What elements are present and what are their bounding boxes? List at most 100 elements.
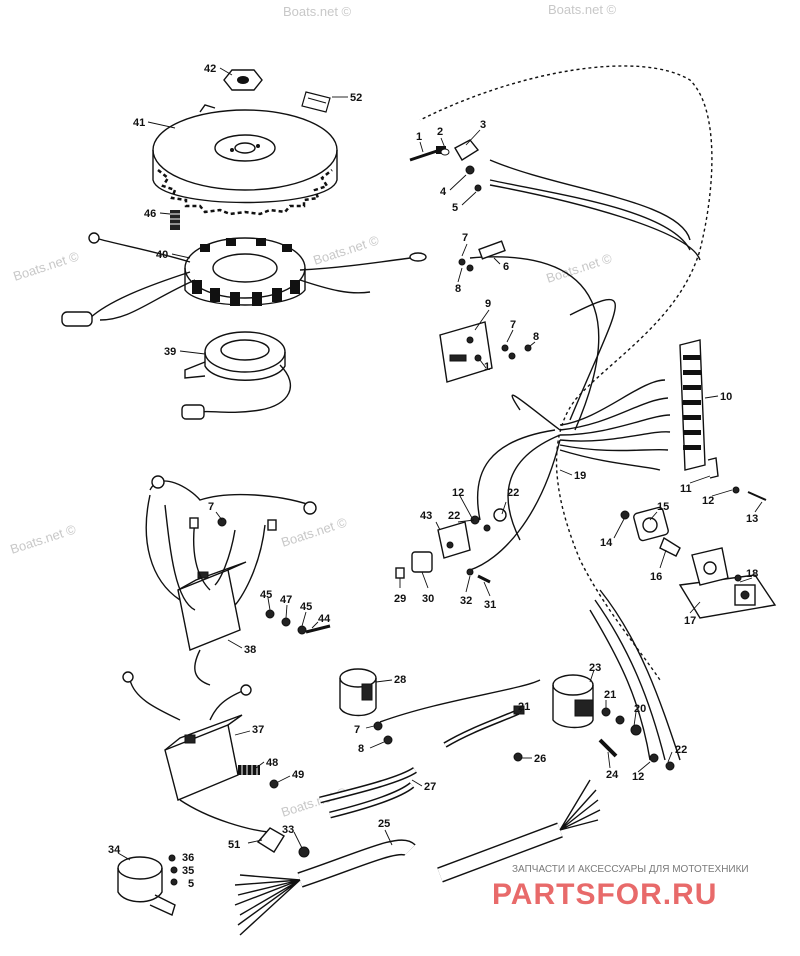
battery-cable-27 <box>319 767 417 819</box>
callout-48: 48 <box>266 757 278 769</box>
callout-30: 30 <box>422 593 434 605</box>
watermark: Boats.net © <box>544 250 614 285</box>
callout-22: 22 <box>675 744 687 756</box>
callout-10: 10 <box>720 391 732 403</box>
callout-33: 33 <box>282 824 294 836</box>
callout-46: 46 <box>144 208 156 220</box>
callout-25: 25 <box>378 818 390 830</box>
callout-49: 49 <box>292 769 304 781</box>
callout-35: 35 <box>182 865 194 877</box>
key-part-52 <box>301 91 331 113</box>
watermark: Boats.net © <box>11 248 81 283</box>
brand-tagline: ЗАПЧАСТИ И АКСЕССУАРЫ ДЛЯ МОТОТЕХНИКИ <box>512 864 749 875</box>
flywheel-nut <box>223 69 263 91</box>
callout-41: 41 <box>133 117 145 129</box>
watermark: Boats.net © <box>548 2 617 17</box>
leader-lines <box>117 67 763 861</box>
callout-17: 17 <box>684 615 696 627</box>
callout-9: 9 <box>485 298 491 310</box>
callout-4: 4 <box>440 186 447 198</box>
callout-3: 3 <box>480 119 486 131</box>
callout-27: 27 <box>424 781 436 793</box>
callout-6: 6 <box>503 261 509 273</box>
callout-22: 22 <box>507 487 519 499</box>
terminal-block <box>679 339 706 471</box>
jumper-11 <box>707 457 767 501</box>
callout-21: 21 <box>518 701 530 713</box>
callout-16: 16 <box>650 571 662 583</box>
callout-15: 15 <box>657 501 669 513</box>
callout-45: 45 <box>300 601 312 613</box>
watermark: Boats.net © <box>8 521 78 556</box>
callout-12: 12 <box>632 771 644 783</box>
callout-37: 37 <box>252 724 264 736</box>
callout-7: 7 <box>510 319 516 331</box>
callout-43: 43 <box>420 510 432 522</box>
callout-23: 23 <box>589 662 601 674</box>
callout-11: 11 <box>680 483 692 495</box>
starter-solenoid <box>552 674 675 771</box>
callout-28: 28 <box>394 674 406 686</box>
flywheel <box>152 104 338 216</box>
callout-5: 5 <box>188 878 194 890</box>
callout-8: 8 <box>533 331 539 343</box>
ground-screws-top <box>409 139 482 192</box>
callout-12: 12 <box>452 487 464 499</box>
callout-2: 2 <box>437 126 443 138</box>
callout-14: 14 <box>600 537 613 549</box>
callout-18: 18 <box>746 568 758 580</box>
callout-21: 21 <box>604 689 616 701</box>
watermark: Boats.net © <box>279 514 349 549</box>
power-pack <box>145 475 331 686</box>
callout-44: 44 <box>318 613 331 625</box>
solenoid-bracket <box>395 508 507 584</box>
choke-solenoid <box>117 854 178 916</box>
callout-39: 39 <box>164 346 176 358</box>
callout-1: 1 <box>416 131 422 143</box>
rectifier-bracket <box>439 321 532 383</box>
callout-7: 7 <box>462 232 468 244</box>
callout-19: 19 <box>574 470 586 482</box>
brand-logo: PARTSFOR.RU <box>492 878 717 911</box>
brand-watermark: ЗАПЧАСТИ И АКСЕССУАРЫ ДЛЯ МОТОТЕХНИКИ PA… <box>492 864 749 911</box>
callout-47: 47 <box>280 594 292 606</box>
callout-26: 26 <box>534 753 546 765</box>
callout-1: 1 <box>484 361 490 373</box>
callout-42: 42 <box>204 63 216 75</box>
callout-8: 8 <box>358 743 364 755</box>
extension-harness <box>234 779 601 936</box>
callout-24: 24 <box>606 769 619 781</box>
screw-26 <box>513 752 523 762</box>
callout-7: 7 <box>354 724 360 736</box>
callout-52: 52 <box>350 92 362 104</box>
callout-5: 5 <box>452 202 458 214</box>
starter-relay-28 <box>339 668 541 745</box>
callout-38: 38 <box>244 644 256 656</box>
callout-7: 7 <box>208 501 214 513</box>
callout-22: 22 <box>448 510 460 522</box>
callout-8: 8 <box>455 283 461 295</box>
callout-numbers: 42 52 41 46 40 39 1 2 3 4 5 7 6 8 9 7 8 … <box>108 63 758 890</box>
callout-45: 45 <box>260 589 272 601</box>
callout-32: 32 <box>460 595 472 607</box>
callout-29: 29 <box>394 593 406 605</box>
callout-31: 31 <box>484 599 496 611</box>
main-wiring-harness <box>418 62 715 761</box>
stator <box>61 232 427 327</box>
terminal-6 <box>458 240 506 272</box>
watermark: Boats.net © <box>283 4 352 19</box>
callout-36: 36 <box>182 852 194 864</box>
ignition-switch <box>620 506 777 619</box>
cdi-module <box>122 671 310 858</box>
callout-34: 34 <box>108 844 121 856</box>
callout-13: 13 <box>746 513 758 525</box>
screw-46 <box>170 210 180 230</box>
callout-12: 12 <box>702 495 714 507</box>
callout-51: 51 <box>228 839 240 851</box>
timer-base <box>181 331 291 420</box>
callout-40: 40 <box>156 249 168 261</box>
callout-20: 20 <box>634 703 646 715</box>
cable-21 <box>443 705 525 748</box>
